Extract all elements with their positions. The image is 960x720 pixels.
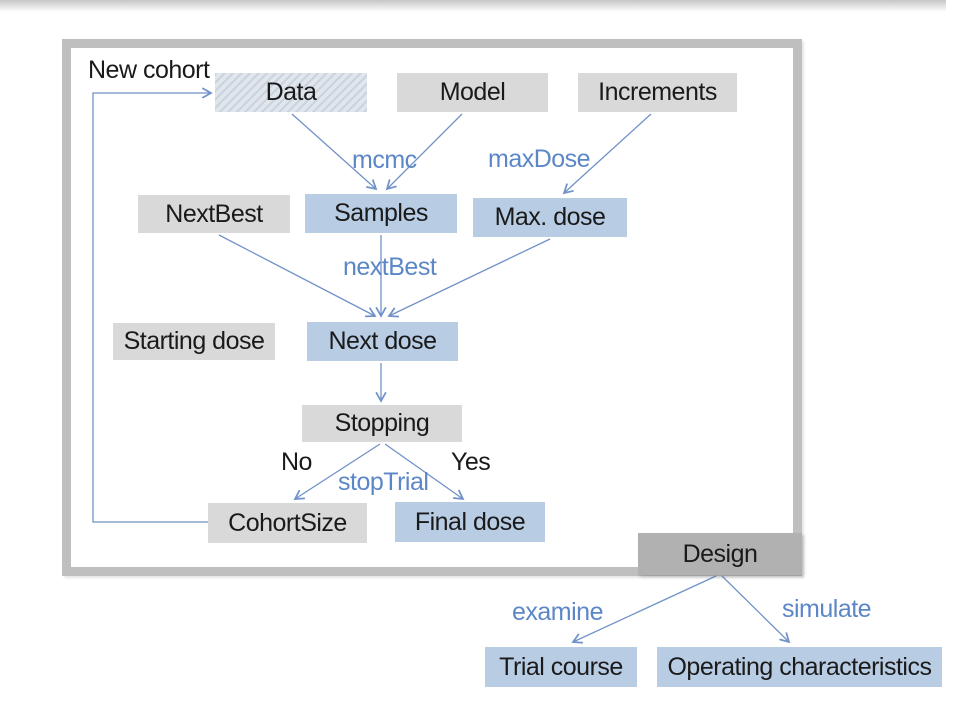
node-cohort-size: CohortSize [208,503,367,543]
node-operating-characteristics: Operating characteristics [657,647,942,687]
node-data: Data [215,73,367,112]
edge-increments-to-maxdose [562,113,652,195]
edge-label-stoptrial: stopTrial [338,468,429,496]
edge-label-maxdose: maxDose [488,145,591,173]
node-stopping: Stopping [302,405,462,442]
node-nextbest: NextBest [138,195,290,233]
node-next-dose: Next dose [307,322,458,361]
node-starting-dose: Starting dose [113,323,275,360]
edge-design-to-opchar [721,575,791,644]
edge-design-to-trialcourse [571,575,717,644]
edge-label-mcmc: mcmc [352,146,417,174]
edge-maxdose-to-nextdose [387,238,551,318]
edge-label-nextbest: nextBest [343,253,437,281]
node-final-dose: Final dose [395,502,545,542]
edge-label-examine: examine [512,598,604,626]
node-trial-course: Trial course [485,647,637,687]
node-samples: Samples [305,194,457,233]
workflow-frame [62,39,802,576]
edge-stopping-to-finaldose [384,443,465,501]
edge-label-simulate: simulate [782,595,872,623]
edge-model-to-samples [385,113,463,191]
edge-stopping-to-cohortsize [293,443,381,500]
node-model: Model [397,73,548,112]
edge-cohortsize-loop-to-data [92,87,213,523]
edge-data-to-samples [291,113,378,191]
edge-nextbest-to-nextdose [218,234,377,318]
page-top-edge-gradient [0,0,946,12]
node-design: Design [638,533,802,575]
node-max-dose: Max. dose [473,198,627,237]
node-increments: Increments [578,73,737,112]
annotation-yes: Yes [451,448,491,476]
annotation-no: No [281,448,312,476]
annotation-new-cohort: New cohort [88,56,210,84]
